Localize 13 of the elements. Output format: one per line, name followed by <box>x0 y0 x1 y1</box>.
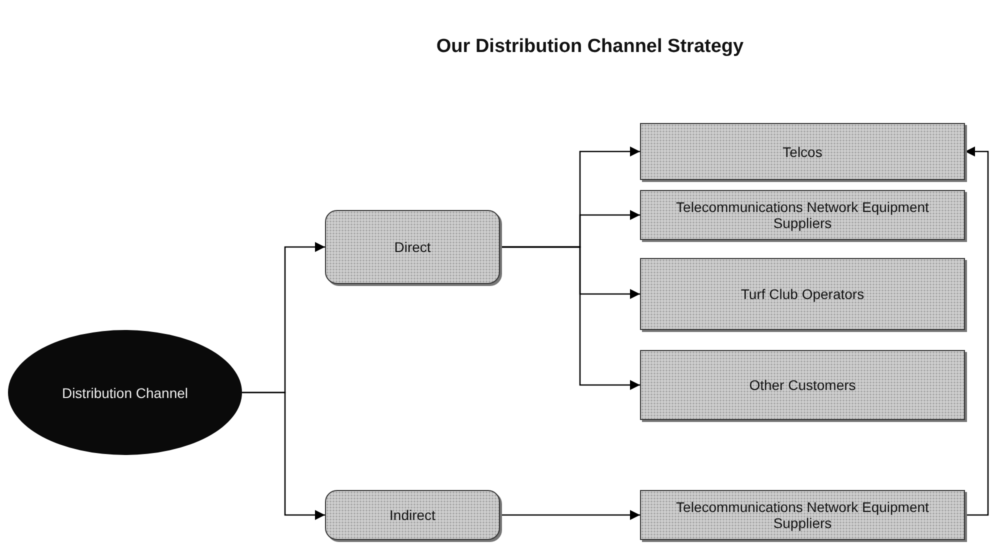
customer-box: Turf Club Operators <box>640 258 965 330</box>
customer-box: Telecommunications Network Equipment Suppliers <box>640 490 965 540</box>
channel-ellipse: Distribution Channel <box>8 330 242 455</box>
diagram-title: Our Distribution Channel Strategy <box>435 36 745 58</box>
customer-box: Other Customers <box>640 350 965 420</box>
connector-arrow <box>500 510 640 520</box>
connector-arrow <box>242 392 325 520</box>
connector-arrow <box>500 246 640 390</box>
connector-arrow <box>965 146 989 516</box>
channel-box: Direct <box>325 210 500 284</box>
channel-box: Indirect <box>325 490 500 540</box>
customer-box: Telcos <box>640 123 965 180</box>
customer-box: Telecommunications Network Equipment Suppliers <box>640 190 965 240</box>
